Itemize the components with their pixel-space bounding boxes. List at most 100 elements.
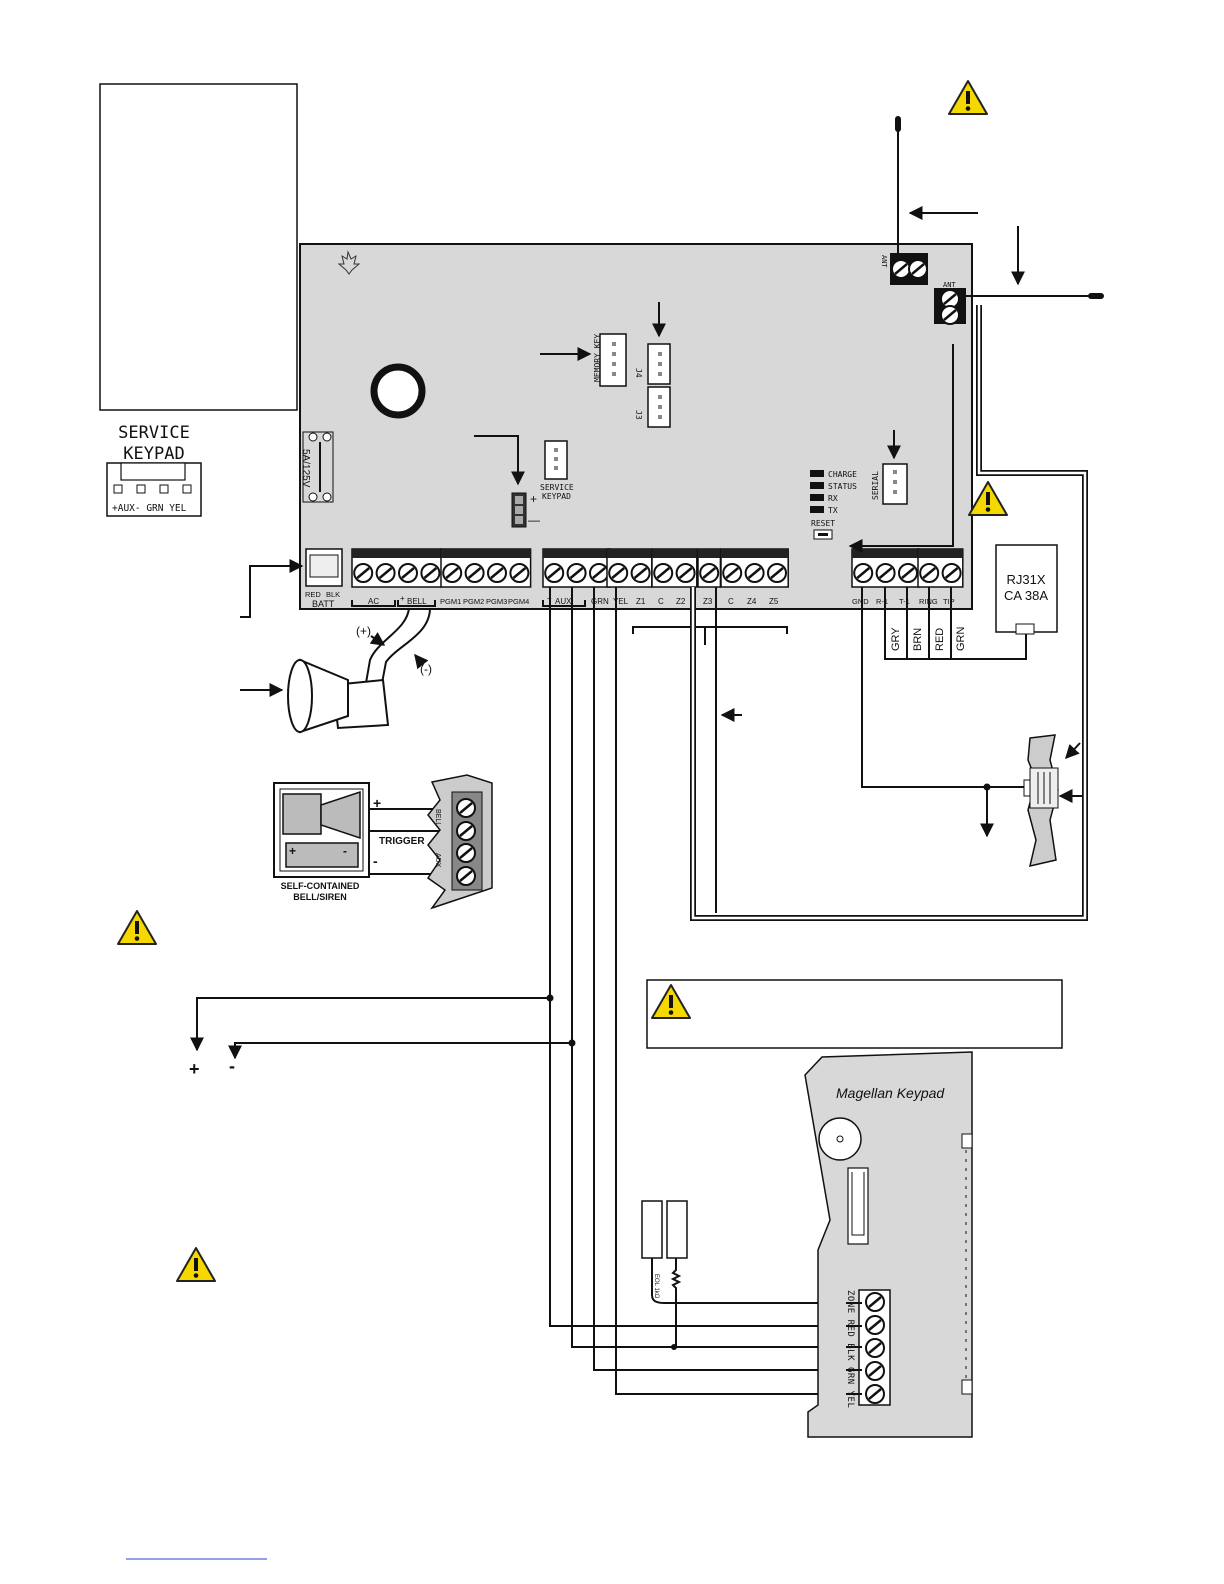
service-keypad-title-1: SERVICE — [118, 423, 190, 443]
rj31x-line1: RJ31X — [1006, 572, 1045, 587]
self-contained-siren: + - SELF-CONTAINED BELL/SIREN + TRIGGER … — [273, 774, 493, 910]
serial-connector: SERIAL — [871, 463, 908, 505]
terminal-screw — [397, 562, 419, 584]
bell-speaker: (+) (-) — [287, 607, 432, 734]
aux-output-minus: - — [229, 1056, 235, 1076]
term-t1: T-1 — [899, 597, 910, 606]
term-pgm3: PGM3 — [486, 597, 507, 606]
ant-label-1: ANT — [880, 255, 888, 268]
term-r1: R-1 — [876, 597, 888, 606]
connector-j4-label: J4 — [634, 368, 643, 378]
term-z1: Z1 — [636, 597, 646, 606]
term-bell: BELL — [407, 597, 427, 606]
status-leds: CHARGE STATUS RX TX RESET — [810, 470, 857, 540]
service-keypad-pins: +AUX- GRN YEL — [112, 503, 187, 514]
terminal-screw — [652, 562, 674, 584]
term-z5: Z5 — [769, 597, 779, 606]
memory-key-connector: MEMORY KEY — [593, 333, 627, 387]
wire-brn: BRN — [912, 628, 924, 651]
terminal-screw — [420, 562, 441, 584]
jumper-minus: — — [528, 513, 540, 527]
rj31x-line2: CA 38A — [1004, 588, 1048, 603]
aux-output-plus: + — [189, 1059, 200, 1079]
keypad-title: Magellan Keypad — [836, 1085, 945, 1101]
serial-label: SERIAL — [871, 471, 880, 500]
siren-trigger: TRIGGER — [379, 836, 425, 847]
terminal-block-header — [607, 549, 652, 558]
siren-minus: - — [373, 853, 378, 869]
term-z4: Z4 — [747, 597, 757, 606]
terminal-block-header — [721, 549, 789, 558]
svg-text:+: + — [289, 844, 296, 858]
wire-grn: GRN — [955, 627, 967, 652]
power-jumper: + — — [511, 492, 540, 528]
terminal-block-header — [352, 549, 442, 558]
antennas — [895, 116, 1104, 299]
led-rx: RX — [828, 494, 838, 503]
term-gnd: GND — [852, 597, 869, 606]
keypad-terminal-labels: ZONE RED BLK GRN YEL — [845, 1290, 855, 1408]
service-keypad-connector: SERVICE KEYPAD — [540, 440, 574, 501]
term-grn: GRN — [591, 597, 609, 606]
term-tip: TIP — [943, 597, 955, 606]
fuse: 5A/125V — [300, 431, 334, 503]
battery-connector: RED BLK BATT — [305, 548, 343, 609]
terminal-block-header — [698, 549, 721, 558]
terminal-screw — [375, 562, 396, 584]
terminal-block-header — [852, 549, 920, 558]
connector-j3-label: J3 — [634, 410, 643, 420]
buzzer-icon — [370, 363, 426, 419]
door-contact: EOL 1kΩ — [641, 1200, 846, 1350]
warning-box — [646, 979, 1063, 1049]
terminal-screw — [918, 562, 940, 584]
magellan-keypad: Magellan Keypad ZONE RED BLK GRN YEL — [804, 1051, 973, 1438]
eol-resistor-label: EOL 1kΩ — [653, 1274, 659, 1299]
fuse-rating: 5A/125V — [300, 449, 311, 488]
term-z2: Z2 — [676, 597, 686, 606]
terminal-screw — [698, 562, 720, 584]
batt-label: BATT — [312, 599, 335, 609]
term-pgm4: PGM4 — [508, 597, 529, 606]
terminal-screw — [941, 562, 962, 584]
terminal-screw — [766, 562, 788, 584]
led-charge: CHARGE — [828, 470, 857, 479]
siren-name-1: SELF-CONTAINED — [281, 881, 360, 891]
term-pgm2: PGM2 — [463, 597, 484, 606]
svg-text:-: - — [343, 844, 347, 858]
antenna-terminal-2: ANT — [934, 281, 966, 326]
control-panel-board: 5A/125V MEMORY KEY J4 J3 SERVICE KEYPAD — [299, 243, 973, 610]
bell-plus: + — [400, 594, 405, 603]
led-status: STATUS — [828, 482, 857, 491]
reset-label: RESET — [811, 519, 835, 528]
terminal-screw — [875, 562, 896, 584]
service-keypad-title-2: KEYPAD — [123, 444, 184, 464]
terminal-screw — [486, 562, 508, 584]
terminal-screw — [897, 562, 919, 584]
terminal-block-header — [918, 549, 963, 558]
siren-term-bell: BELL — [434, 809, 441, 826]
ground-pipe — [861, 587, 1059, 868]
terminal-blocks — [351, 548, 964, 588]
terminal-screw — [721, 562, 743, 584]
batt-blk: BLK — [326, 590, 340, 599]
term-c2: C — [728, 597, 734, 606]
service-keypad-connector-label-1: SERVICE — [540, 483, 574, 492]
terminal-screw — [352, 562, 374, 584]
terminal-screw — [566, 562, 587, 584]
telephone-wires: GRY BRN RED GRN — [884, 587, 1027, 660]
term-ac: AC — [368, 597, 379, 606]
bell-wire-positive: (+) — [356, 624, 371, 638]
term-pgm1: PGM1 — [440, 597, 461, 606]
antenna-terminal-1: ANT — [880, 253, 929, 285]
siren-term-aux: AUX — [434, 853, 441, 868]
siren-plus: + — [373, 795, 381, 811]
terminal-screw — [675, 562, 696, 584]
ant-label-2: ANT — [943, 281, 956, 289]
maple-leaf-icon — [337, 250, 361, 275]
terminal-screw — [464, 562, 485, 584]
terminal-screw — [630, 562, 651, 584]
warning-icon-bell — [117, 910, 157, 945]
term-z3: Z3 — [703, 597, 713, 606]
term-c1: C — [658, 597, 664, 606]
term-yel: YEL — [613, 597, 629, 606]
